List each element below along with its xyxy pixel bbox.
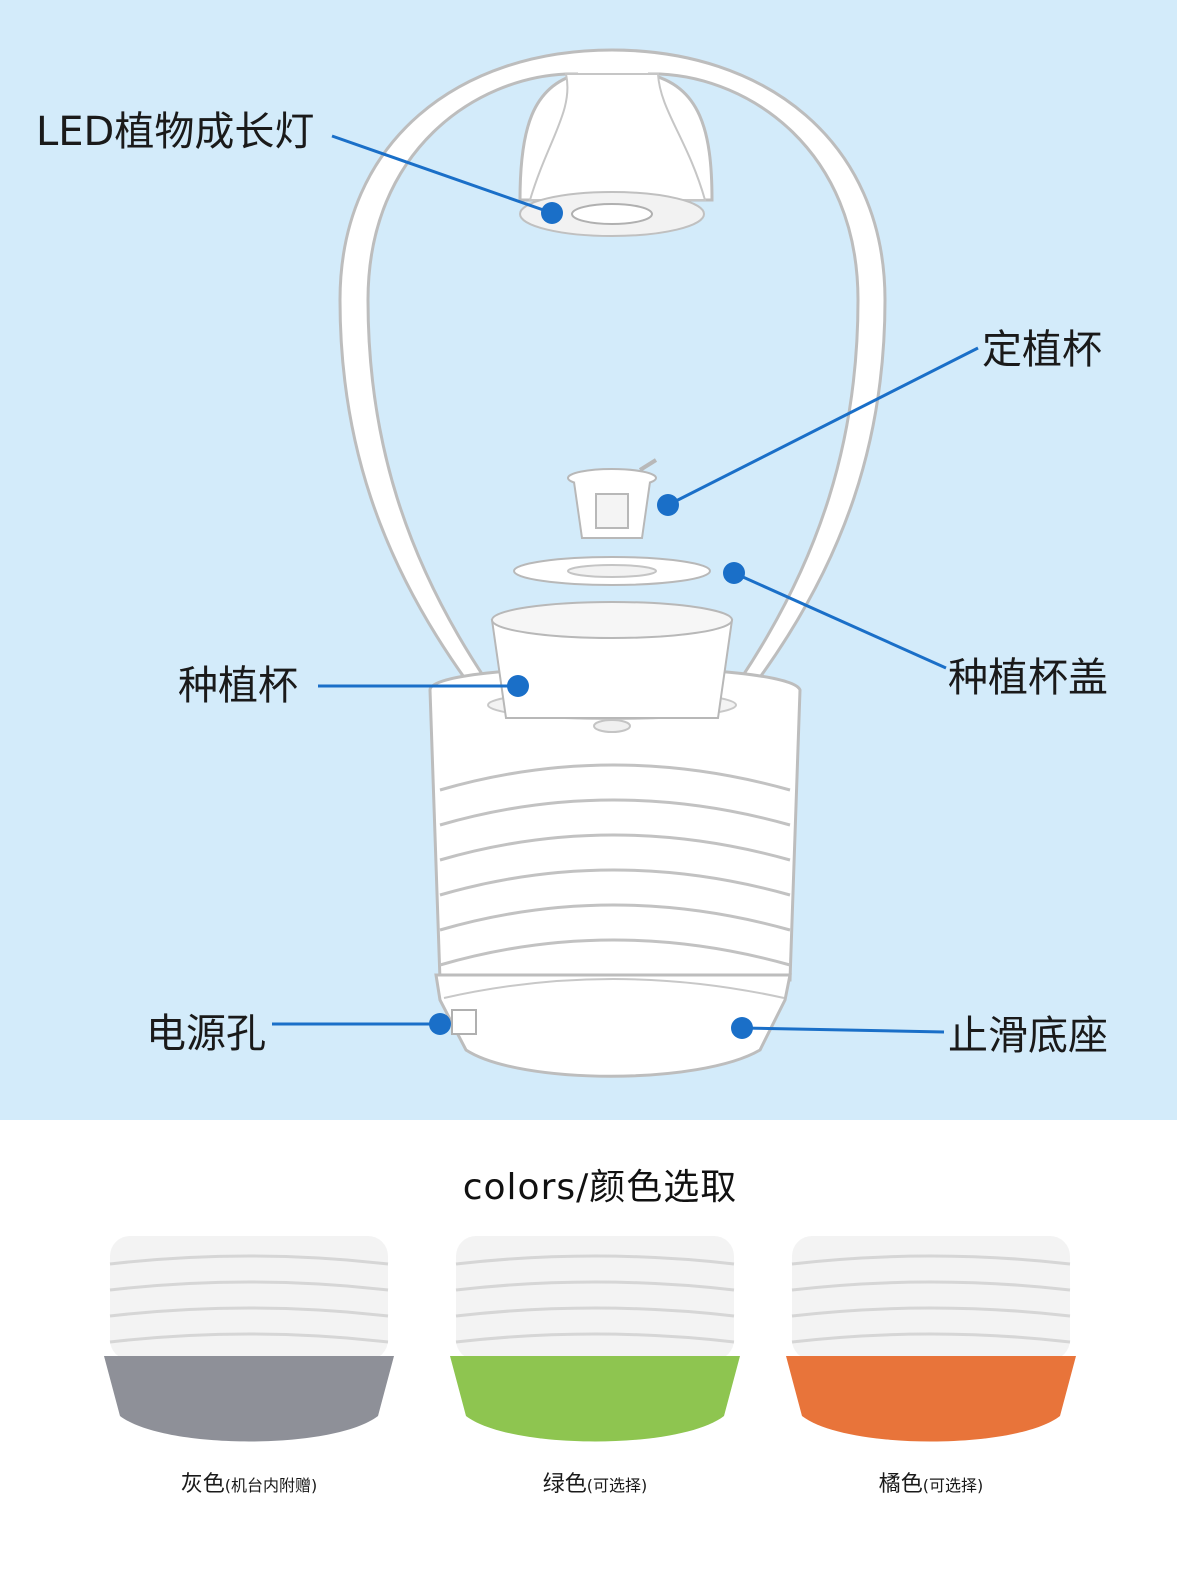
bulb-exploded-illustration [272,48,979,1078]
color-caption-gray: 灰色(机台内附赠) [104,1466,394,1498]
cup-lid-illustration [513,556,711,586]
color-name: 灰色 [180,1472,225,1497]
planting-cup-illustration [490,601,734,733]
color-note: (机台内附赠) [224,1476,318,1495]
label-cup-lid: 种植杯盖 [948,655,1108,701]
color-swatch-orange [786,1236,1076,1442]
lamp-led [571,203,653,225]
color-caption-green: 绿色(可选择) [450,1466,740,1498]
label-non-slip-base: 止滑底座 [948,1013,1108,1059]
leader-lines [272,134,979,1034]
color-note: (可选择) [586,1476,648,1495]
color-note: (可选择) [922,1476,984,1495]
fixed-cup-illustration [567,458,658,539]
color-name: 绿色 [542,1472,587,1497]
label-planting-cup: 种植杯 [178,663,298,709]
color-swatch-green [450,1236,740,1442]
product-diagram: LED植物成长灯 定植杯 种植杯盖 种植杯 电源孔 止滑底座 [0,0,1177,1120]
label-led-grow-light: LED植物成长灯 [36,109,315,155]
colors-title: colors/颜色选取 [462,1167,738,1208]
color-name: 橘色 [878,1472,923,1497]
label-power-hole: 电源孔 [146,1011,266,1057]
color-caption-orange: 橘色(可选择) [786,1466,1076,1498]
label-fixed-cup: 定植杯 [982,327,1102,373]
threaded-base-illustration [428,666,802,1078]
lamp-head [528,73,707,201]
color-swatch-gray [104,1236,394,1442]
leader-dots [429,202,753,1039]
